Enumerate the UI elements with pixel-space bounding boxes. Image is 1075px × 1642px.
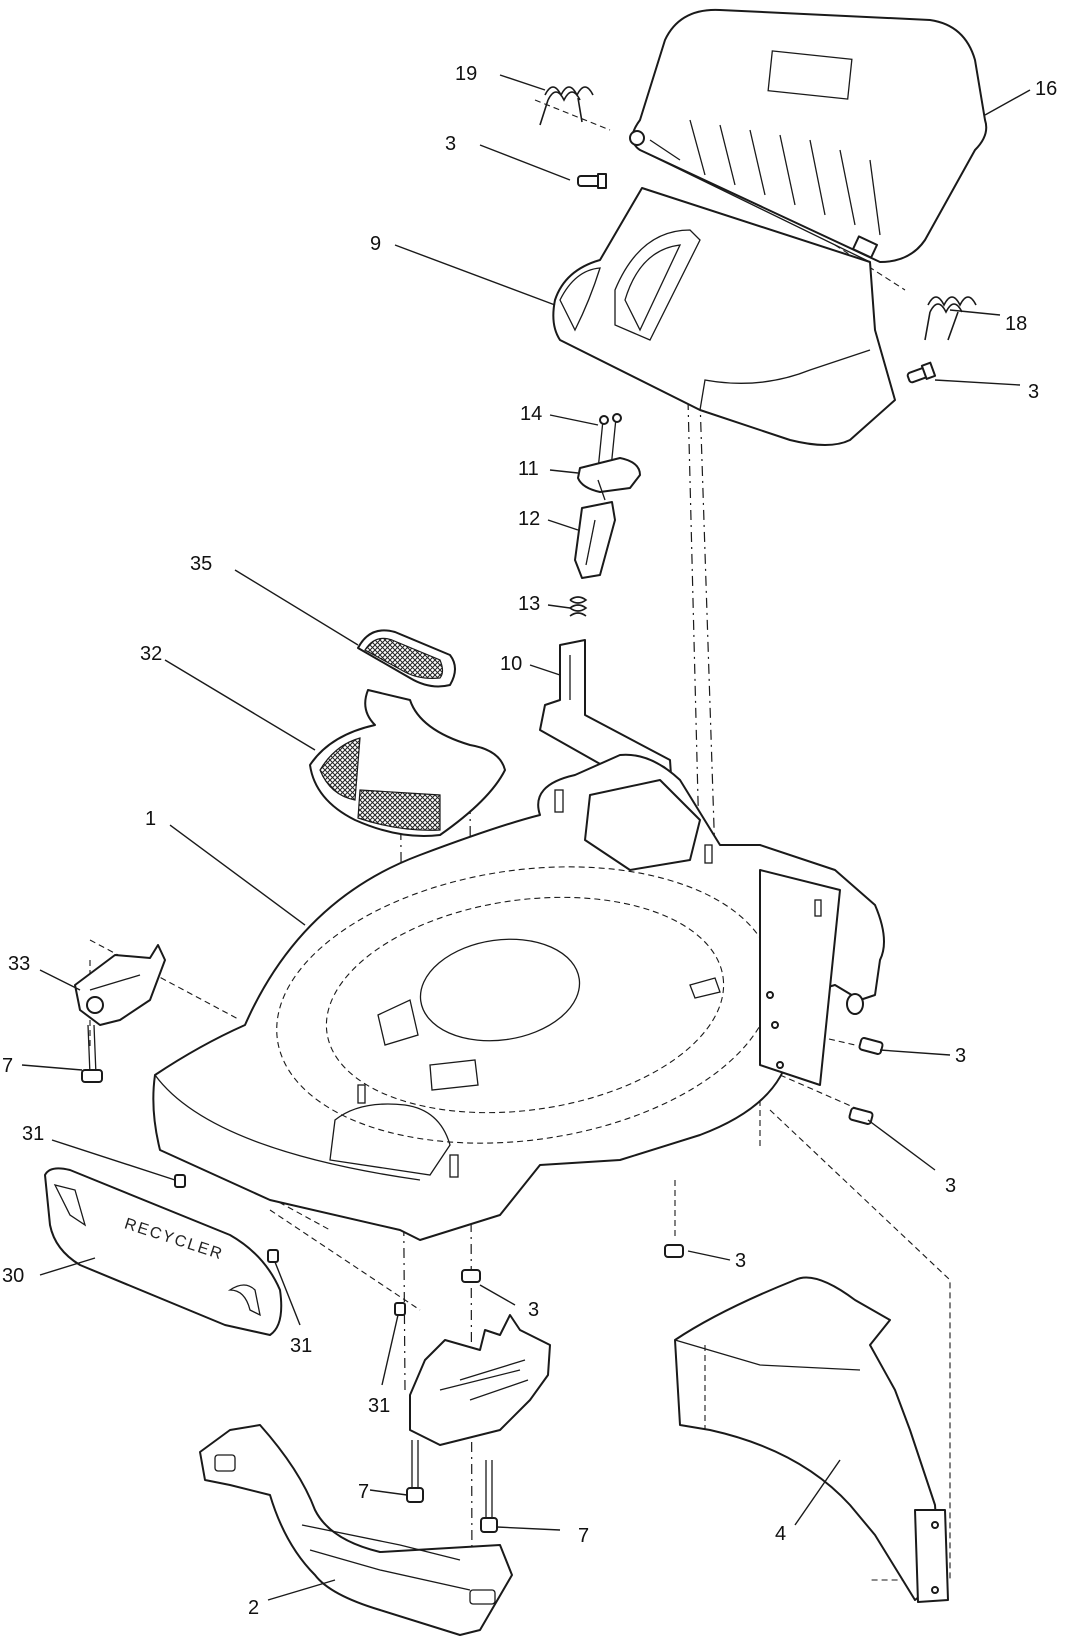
- part-chute-cover-32: [309, 689, 506, 837]
- callout-7: 7: [2, 1055, 13, 1077]
- bolts-baffle: [406, 1440, 498, 1533]
- bolt-bracket: [81, 1024, 103, 1083]
- part-spring-13: [569, 596, 588, 617]
- callout-18: 18: [1005, 313, 1027, 335]
- part-rear-housing: [552, 187, 896, 446]
- callout-12: 12: [518, 508, 540, 530]
- callout-35: 35: [190, 553, 212, 575]
- callout-31: 31: [368, 1395, 390, 1417]
- part-front-trim-30: RECYCLER: [44, 1167, 283, 1336]
- callout-1: 1: [145, 808, 156, 830]
- callout-3: 3: [735, 1250, 746, 1272]
- bolt-door-right: [906, 361, 937, 384]
- callout-11: 11: [518, 458, 539, 480]
- callout-13: 13: [518, 593, 540, 615]
- callout-10: 10: [500, 653, 522, 675]
- callout-30: 30: [2, 1265, 24, 1287]
- callout-14: 14: [520, 403, 542, 425]
- callout-2: 2: [248, 1597, 259, 1619]
- callout-3: 3: [945, 1175, 956, 1197]
- screws-31: [174, 1174, 406, 1316]
- callout-labels: 19 16 3 9 18 3 14 11 12 35 13 32 10 1 33…: [2, 63, 1057, 1619]
- callout-3: 3: [445, 133, 456, 155]
- callout-31: 31: [22, 1123, 44, 1145]
- spring-left: [539, 86, 594, 126]
- callout-16: 16: [1035, 78, 1057, 100]
- bolts-deck: [461, 1037, 884, 1283]
- part-rear-door: [629, 8, 988, 263]
- bolt-door-left: [577, 173, 607, 189]
- callout-7: 7: [358, 1481, 369, 1503]
- part-bumper-2: [199, 1424, 513, 1636]
- callout-31: 31: [290, 1335, 312, 1357]
- callout-9: 9: [370, 233, 381, 255]
- spring-right: [924, 296, 977, 341]
- callout-19: 19: [455, 63, 477, 85]
- part-adjuster-knob-11: [577, 457, 641, 501]
- callout-4: 4: [775, 1523, 786, 1545]
- callout-32: 32: [140, 643, 162, 665]
- part-discharge-chute-4: [674, 1276, 949, 1603]
- part-adjuster-slide-12: [574, 501, 616, 579]
- leader-lines: [21, 74, 1031, 1601]
- callout-33: 33: [8, 953, 30, 975]
- part-side-bracket-33: [74, 944, 166, 1026]
- part-mesh-insert-35: [357, 629, 456, 688]
- callout-3: 3: [1028, 381, 1039, 403]
- part-baffle: [409, 1314, 551, 1446]
- callout-7: 7: [578, 1525, 589, 1547]
- callout-3: 3: [955, 1045, 966, 1067]
- part-mower-deck-1: [152, 753, 885, 1241]
- callout-3: 3: [528, 1299, 539, 1321]
